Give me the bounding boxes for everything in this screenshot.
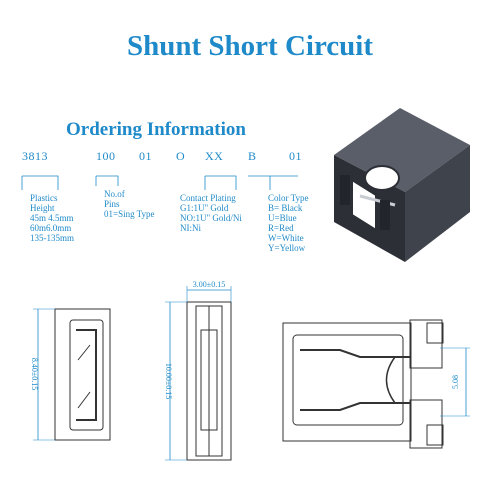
- ordering-heading: Ordering Information: [66, 119, 246, 140]
- leader-lines: [21, 175, 298, 190]
- shunt-3d-render: [334, 108, 470, 262]
- code-o: O: [176, 149, 186, 163]
- right-pitch-dim: 5.08: [451, 375, 460, 389]
- page-title: Shunt Short Circuit: [126, 30, 374, 62]
- left-view: [33, 308, 111, 441]
- mid-width-dim: 3.00±0.15: [193, 280, 225, 289]
- code-pins: 01: [139, 149, 152, 163]
- middle-view: [165, 286, 232, 461]
- mid-height-dim: 10.00±0.15: [164, 363, 173, 399]
- code-plating: XX: [205, 149, 224, 163]
- code-suffix: 01: [289, 149, 302, 163]
- left-height-dim: 8.40±0.15: [30, 358, 39, 390]
- code-color: B: [248, 149, 257, 163]
- code-series: 3813: [22, 149, 48, 163]
- right-view: [282, 319, 470, 449]
- code-height: 100: [96, 149, 116, 163]
